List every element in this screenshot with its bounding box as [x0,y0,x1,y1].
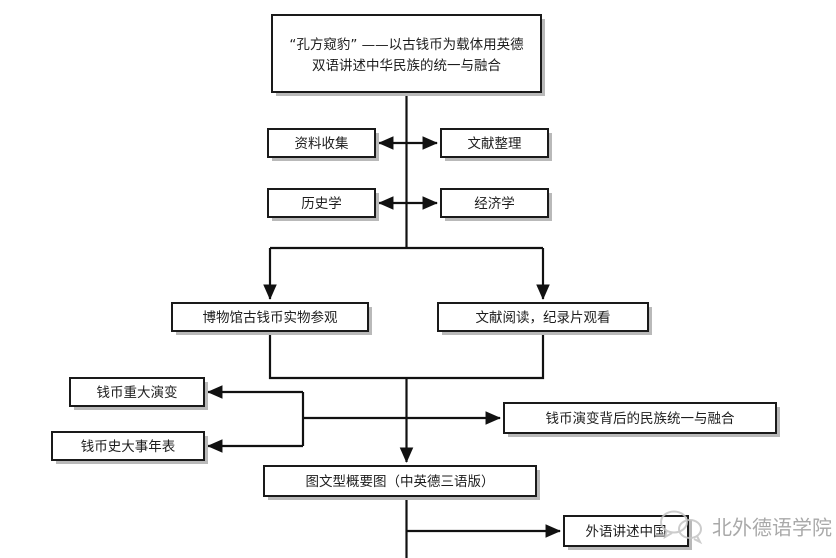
telling-china-in-foreign-languages-box[interactable]: 外语讲述中国 [563,515,692,550]
literature-reading-documentary-label: 文献阅读，纪录片观看 [476,310,611,326]
museum-coin-visit-label: 博物馆古钱币实物参观 [203,309,338,326]
coin-history-chronicle-label: 钱币史大事年表 [81,439,176,455]
museum-coin-visit-box[interactable]: 博物馆古钱币实物参观 [171,302,372,335]
literature-reading-documentary-box[interactable]: 文献阅读，纪录片观看 [437,302,652,335]
project-title-line2: 双语讲述中华民族的统一与融合 [312,58,501,74]
wechat-bubbles-icon [660,510,703,545]
major-coin-evolution-box[interactable]: 钱币重大演变 [69,377,208,410]
data-collection-box[interactable]: 资料收集 [267,128,379,161]
literature-sorting-box[interactable]: 文献整理 [440,128,552,161]
project-title-line1: “孔方窥豹” ——以古钱币为载体用英德 [289,36,523,53]
major-coin-evolution-label: 钱币重大演变 [97,385,178,401]
trilingual-summary-chart-box[interactable]: 图文型概要图（中英德三语版） [263,465,540,500]
economics-discipline-box[interactable]: 经济学 [440,188,552,221]
data-collection-label: 资料收集 [295,136,349,152]
edge-activities-merge [268,331,545,380]
history-discipline-label: 历史学 [301,196,342,212]
literature-sorting-label: 文献整理 [468,136,522,152]
edge-layer [207,92,561,558]
economics-discipline-label: 经济学 [474,196,515,212]
ethnic-unity-behind-coins-box[interactable]: 钱币演变背后的民族统一与融合 [503,402,780,437]
ethnic-unity-behind-coins-label: 钱币演变背后的民族统一与融合 [546,411,735,427]
node-layer: “孔方窥豹” ——以古钱币为载体用英德 双语讲述中华民族的统一与融合 资料收集 … [51,14,780,550]
trilingual-summary-chart-label: 图文型概要图（中英德三语版） [306,473,495,490]
project-title-box[interactable]: “孔方窥豹” ——以古钱币为载体用英德 双语讲述中华民族的统一与融合 [271,14,545,96]
wechat-account-watermark: 北外德语学院 [660,510,832,545]
history-discipline-box[interactable]: 历史学 [267,188,379,221]
watermark-label: 北外德语学院 [712,516,832,540]
telling-china-in-foreign-languages-label: 外语讲述中国 [586,524,667,540]
coin-history-chronicle-box[interactable]: 钱币史大事年表 [51,431,208,464]
